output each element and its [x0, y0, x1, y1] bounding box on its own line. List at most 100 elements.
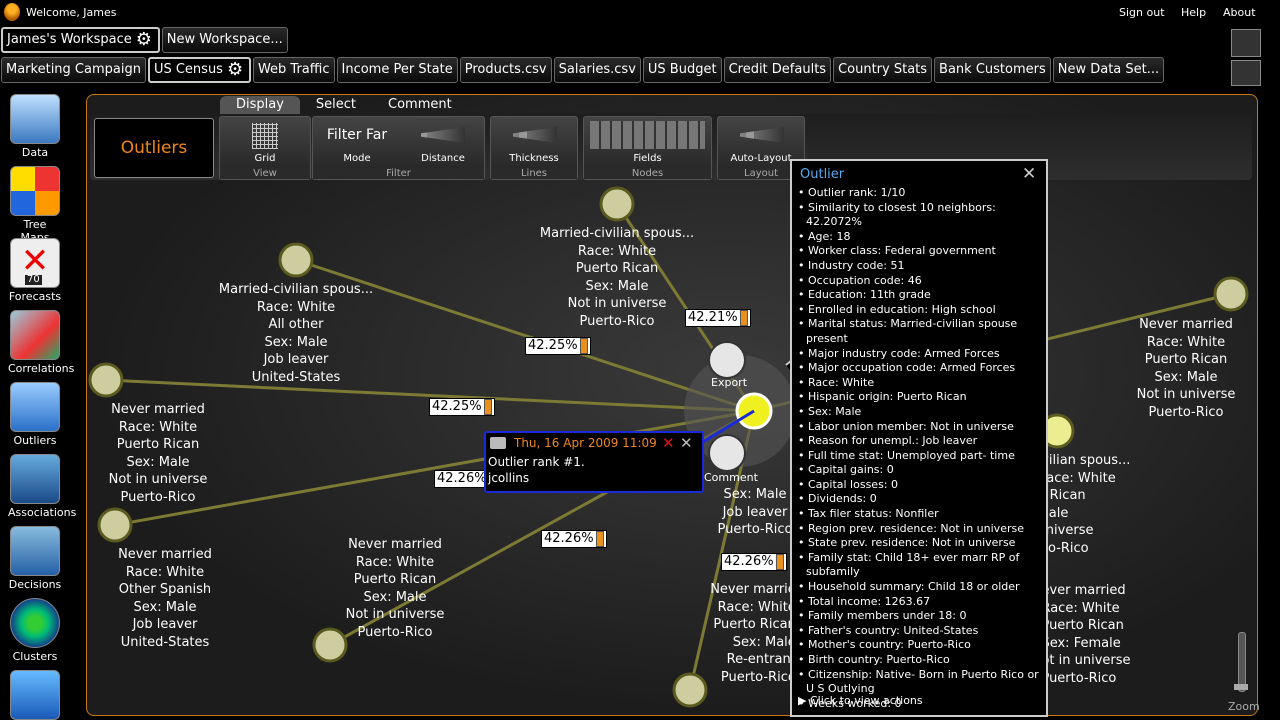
- node-line: All other: [268, 317, 324, 332]
- slider-knob[interactable]: [421, 127, 427, 143]
- tab-us-budget[interactable]: US Budget: [642, 57, 722, 83]
- cluster-icon: [10, 598, 60, 648]
- gear-icon[interactable]: ⚙: [226, 59, 244, 80]
- outlier-attribute: • Birth country: Puerto-Rico: [798, 653, 950, 666]
- node-line: Puerto-Rico: [120, 489, 196, 505]
- tab-web-traffic[interactable]: Web Traffic: [252, 57, 335, 83]
- about-link[interactable]: About: [1223, 6, 1256, 19]
- outlier-attribute: • Labor union member: Not in universe: [798, 419, 1014, 433]
- tab-comment[interactable]: Comment: [388, 97, 452, 112]
- close-icon[interactable]: ✕: [680, 434, 693, 452]
- sidebar-label: Forecasts: [8, 290, 62, 303]
- close-icon[interactable]: ✕: [1022, 164, 1037, 184]
- sidebar-item-associations[interactable]: Associations: [8, 454, 76, 519]
- sidebar-item-data[interactable]: Data: [8, 94, 62, 159]
- similarity-label: 42.21%: [685, 309, 751, 327]
- sign-out-link[interactable]: Sign out: [1119, 6, 1165, 19]
- tab-select[interactable]: Select: [315, 97, 357, 112]
- outlier-attribute: • Marital status: Married-civilian spous…: [798, 317, 1018, 345]
- outlier-attribute: • Industry code: 51: [798, 258, 905, 272]
- node-line: Puerto Rican: [116, 437, 200, 452]
- zoom-slider[interactable]: [1238, 632, 1246, 692]
- thickness-label: Thickness: [509, 153, 559, 164]
- node-circle[interactable]: [599, 186, 635, 222]
- slider-knob[interactable]: [519, 127, 527, 143]
- zoom-label: Zoom: [1228, 700, 1260, 713]
- outlier-attribute: • Worker class: Federal government: [798, 244, 996, 258]
- node-line: Sex: Male: [133, 599, 197, 615]
- outlier-attribute: • Race: White: [798, 375, 875, 389]
- node-line: Puerto Rican: [713, 617, 796, 632]
- node-circle[interactable]: [672, 672, 708, 708]
- similarity-label: 42.25%: [525, 337, 591, 355]
- tab-us-census[interactable]: US Census⚙: [147, 57, 251, 83]
- tab-marketing-campaign[interactable]: Marketing Campaign: [1, 57, 146, 83]
- help-link[interactable]: Help: [1181, 6, 1207, 19]
- tab-country-stats[interactable]: Country Stats: [833, 57, 933, 83]
- delete-icon[interactable]: ✕: [662, 434, 675, 452]
- tab-bank-customers[interactable]: Bank Customers: [934, 57, 1051, 83]
- outliers-panel: [86, 94, 1258, 716]
- sidebar-item-forecasts[interactable]: ✕70 Forecasts: [8, 238, 62, 303]
- tab-credit-defaults[interactable]: Credit Defaults: [723, 57, 832, 83]
- fields-selector[interactable]: [590, 121, 705, 149]
- tab-new-workspace[interactable]: New Workspace...: [161, 27, 288, 53]
- outlier-attribute: • Reason for unempl.: Job leaver: [798, 434, 978, 448]
- grid-icon[interactable]: [252, 123, 278, 149]
- similarity-value: 42.21%: [688, 310, 738, 325]
- node-circle[interactable]: [278, 242, 314, 278]
- tab-james-workspace[interactable]: James's Workspace ⚙: [1, 27, 160, 53]
- tab-products[interactable]: Products.csv: [459, 57, 552, 83]
- node-circle[interactable]: [1213, 276, 1249, 312]
- comment-text[interactable]: Outlier rank #1.: [488, 455, 585, 469]
- node-line: o Rican: [1037, 488, 1086, 503]
- tab-salaries[interactable]: Salaries.csv: [553, 57, 641, 83]
- node-line: Not in universe: [345, 607, 445, 622]
- sidebar-item-clusters[interactable]: Clusters: [8, 598, 62, 663]
- tab-display[interactable]: Display: [220, 96, 300, 114]
- group-label: View: [220, 168, 310, 179]
- view-actions-link[interactable]: ▶ Click to view actions: [798, 694, 923, 707]
- sidebar-item-outliers[interactable]: Outliers: [8, 382, 62, 447]
- sidebar-item-correlations[interactable]: Correlations: [8, 310, 75, 375]
- node-line: Married-civilian spous...: [539, 226, 695, 241]
- outlier-attribute: • Capital losses: 0: [798, 477, 898, 491]
- tab-label: New Workspace...: [166, 32, 283, 47]
- distance-label: Distance: [421, 153, 465, 164]
- node-line: Race: White: [717, 599, 796, 615]
- tab-income-per-state[interactable]: Income Per State: [336, 57, 458, 83]
- node-circle[interactable]: [97, 507, 133, 543]
- sidebar-label: Clusters: [12, 650, 58, 663]
- node-circle[interactable]: [88, 362, 124, 398]
- node-line: Married-civilian spous...: [218, 282, 374, 297]
- comment-icon[interactable]: [708, 434, 746, 472]
- export-label[interactable]: Export: [711, 376, 748, 389]
- slider-knob[interactable]: [746, 127, 754, 143]
- zoom-knob[interactable]: [1234, 684, 1248, 690]
- tab-new-data-set[interactable]: New Data Set...: [1052, 57, 1165, 83]
- node-circle[interactable]: [312, 627, 348, 663]
- outlier-attribute: • Family members under 18: 0: [798, 609, 967, 623]
- sidebar-item-tree-maps[interactable]: Tree Maps: [8, 166, 62, 244]
- similarity-value: 42.25%: [528, 338, 578, 353]
- node-line: Never marrie: [710, 582, 796, 597]
- gear-icon[interactable]: ⚙: [135, 29, 152, 50]
- node-line: Sex: Female: [1041, 635, 1121, 651]
- node-line: Sex: Male: [363, 589, 427, 605]
- export-icon[interactable]: [708, 341, 746, 379]
- monitor-icon[interactable]: [1231, 29, 1261, 57]
- filter-mode-value[interactable]: Filter Far: [326, 127, 388, 143]
- tab-label: Salaries.csv: [558, 62, 636, 77]
- sidebar-item-decisions[interactable]: Decisions: [8, 526, 62, 591]
- similarity-value: 42.26%: [437, 471, 487, 486]
- welcome-text: Welcome, James: [26, 6, 117, 19]
- similarity-value: 42.25%: [432, 399, 482, 414]
- similarity-bar: [739, 310, 748, 326]
- window-icon[interactable]: [1231, 60, 1261, 86]
- sidebar-label: Correlations: [8, 362, 75, 375]
- outlier-attribute-list: • Outlier rank: 1/10• Similarity to clos…: [798, 186, 1044, 711]
- similarity-label: 42.26%: [721, 553, 787, 571]
- comment-label[interactable]: Comment: [704, 471, 758, 484]
